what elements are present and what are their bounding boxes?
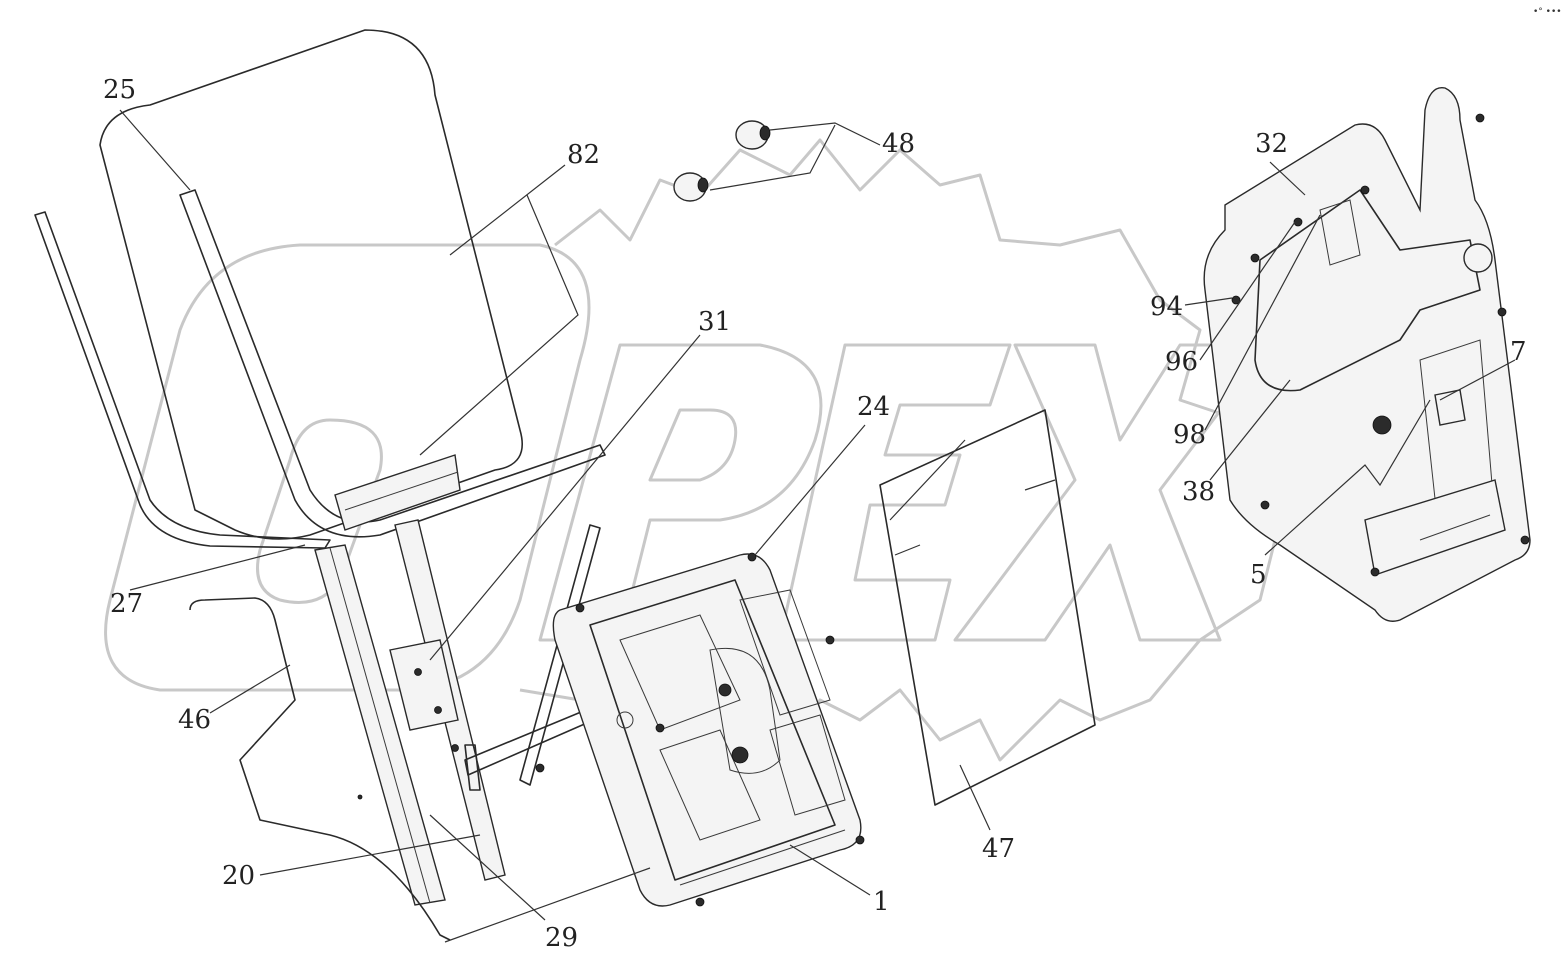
watermark-letter-x [953,343,1272,642]
part-door-module-plate [552,553,862,907]
part-labels: 25 82 48 31 24 27 46 20 29 1 47 32 94 96… [103,75,1527,953]
leader-lines [119,109,1516,943]
part-outer-seal [34,211,331,549]
part-inner-panel-film [189,597,451,941]
part-door-trim-panel [1203,86,1531,622]
watermark-letter-e [778,343,1012,642]
part-front-guide-rail [314,544,446,906]
label-27: 27 [110,589,143,619]
label-25: 25 [103,75,136,105]
part-glass-channel [334,454,461,531]
part-rubber-bumpers [673,120,771,202]
part-run-channel-inner [179,189,606,538]
label-20: 20 [222,861,255,891]
label-7: 7 [1510,337,1527,367]
label-47: 47 [982,834,1015,864]
part-window-glass [99,29,523,540]
label-48: 48 [882,129,915,159]
label-5: 5 [1250,560,1267,590]
label-32: 32 [1255,129,1288,159]
label-31: 31 [698,307,731,337]
label-1: 1 [873,887,890,917]
label-98: 98 [1173,420,1206,450]
fasteners [357,113,1530,907]
part-insulation-sheet [879,409,1096,806]
label-29: 29 [545,923,578,953]
label-96: 96 [1165,347,1198,377]
label-94: 94 [1150,292,1183,322]
label-38: 38 [1182,477,1215,507]
label-46: 46 [178,705,211,735]
corner-mark: •° ••• [1533,7,1562,17]
watermark-letter-p [538,343,823,642]
label-82: 82 [567,140,600,170]
label-24: 24 [857,392,890,422]
